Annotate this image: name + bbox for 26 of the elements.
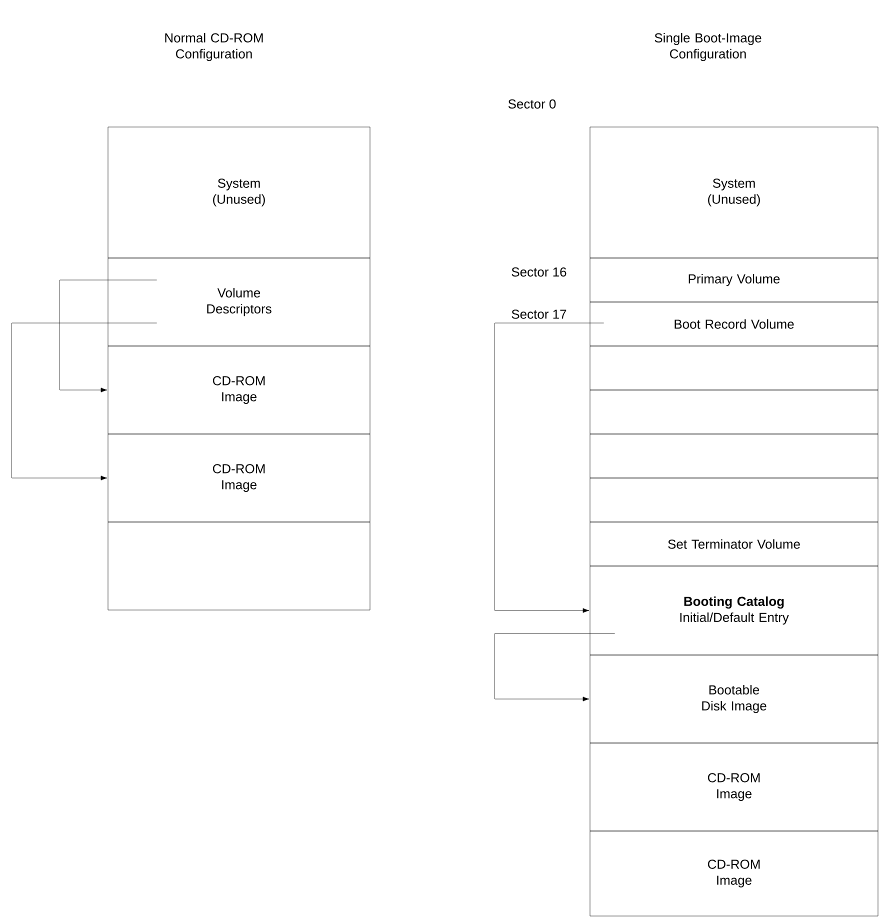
empty-cell — [590, 478, 878, 522]
column-heading: Single Boot-Image Configuration — [654, 32, 762, 62]
arrow — [12, 322, 157, 480]
memory-cell: CD-ROM Image — [108, 346, 370, 434]
arrow — [494, 322, 604, 613]
sector-label: Sector 16 — [512, 267, 566, 277]
memory-cell: Booting Catalog Initial/Default Entry — [590, 566, 878, 656]
memory-cell: CD-ROM Image — [590, 830, 878, 916]
memory-cell: Set Terminator Volume — [590, 522, 878, 566]
memory-cell: Primary Volume — [590, 258, 878, 302]
empty-cell — [108, 522, 370, 610]
empty-cell — [590, 346, 878, 390]
sector-label: Sector 0 — [508, 99, 556, 109]
arrow — [60, 280, 157, 392]
memory-cell: Boot Record Volume — [590, 302, 878, 346]
column-heading: Normal CD-ROM Configuration — [165, 32, 263, 62]
memory-cell: Volume Descriptors — [108, 258, 370, 346]
sector-label: Sector 17 — [512, 310, 566, 319]
memory-cell: CD-ROM Image — [590, 742, 878, 832]
empty-cell — [590, 434, 878, 478]
memory-cell: Bootable Disk Image — [590, 654, 878, 744]
memory-cell: System (Unused) — [108, 126, 370, 258]
arrow — [494, 633, 615, 702]
memory-cell: System (Unused) — [590, 126, 878, 258]
memory-cell: CD-ROM Image — [108, 434, 370, 522]
empty-cell — [590, 390, 878, 434]
